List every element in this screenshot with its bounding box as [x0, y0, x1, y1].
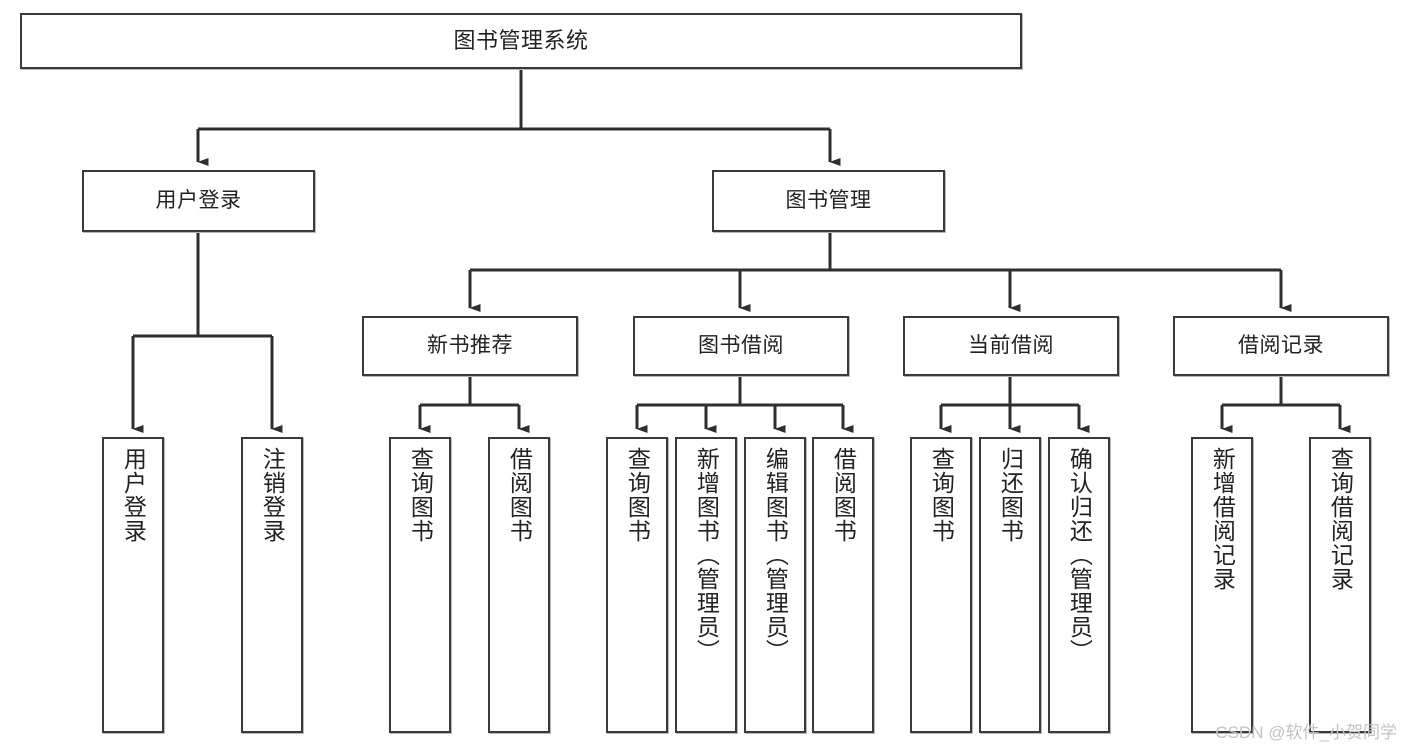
leaf-borrow-book-1-label: 借阅图书: [506, 447, 533, 543]
leaf-borrow-book-1[interactable]: 借阅图书: [488, 437, 550, 733]
leaf-borrow-book-2-label: 借阅图书: [830, 447, 857, 543]
leaf-add-book[interactable]: 新增图书（管理员）: [675, 437, 737, 733]
node-user-login[interactable]: 用户登录: [82, 170, 315, 232]
leaf-add-record[interactable]: 新增借阅记录: [1191, 437, 1253, 733]
node-new-book-recommend[interactable]: 新书推荐: [362, 316, 578, 376]
node-borrow-record-label: 借阅记录: [1238, 334, 1324, 358]
node-book-management-label: 图书管理: [785, 189, 872, 213]
node-new-book-recommend-label: 新书推荐: [427, 334, 513, 358]
leaf-query-book-3[interactable]: 查询图书: [910, 437, 972, 733]
leaf-query-book-2[interactable]: 查询图书: [606, 437, 668, 733]
watermark: CSDN @软件_小贺同学: [1215, 723, 1397, 742]
leaf-query-record-label: 查询借阅记录: [1327, 447, 1354, 591]
leaf-add-record-label: 新增借阅记录: [1209, 447, 1236, 591]
leaf-query-record[interactable]: 查询借阅记录: [1309, 437, 1371, 733]
leaf-confirm-return[interactable]: 确认归还（管理员）: [1048, 437, 1110, 733]
leaf-query-book-3-label: 查询图书: [928, 447, 955, 543]
leaf-borrow-book-2[interactable]: 借阅图书: [812, 437, 874, 733]
leaf-edit-book[interactable]: 编辑图书（管理员）: [744, 437, 806, 733]
leaf-user-login-label: 用户登录: [120, 447, 147, 543]
leaf-user-logout-label: 注销登录: [259, 447, 286, 543]
node-current-borrow-label: 当前借阅: [968, 334, 1054, 358]
node-root[interactable]: 图书管理系统: [20, 13, 1022, 69]
leaf-query-book-1-label: 查询图书: [407, 447, 434, 543]
leaf-edit-book-label: 编辑图书（管理员）: [762, 447, 789, 663]
leaf-user-login[interactable]: 用户登录: [102, 437, 164, 733]
node-borrow-record[interactable]: 借阅记录: [1173, 316, 1389, 376]
leaf-query-book-1[interactable]: 查询图书: [389, 437, 451, 733]
node-book-borrow-label: 图书借阅: [698, 334, 784, 358]
leaf-user-logout[interactable]: 注销登录: [241, 437, 303, 733]
leaf-query-book-2-label: 查询图书: [624, 447, 651, 543]
leaf-confirm-return-label: 确认归还（管理员）: [1066, 447, 1093, 663]
node-user-login-label: 用户登录: [155, 189, 242, 213]
node-root-label: 图书管理系统: [453, 27, 589, 53]
node-book-borrow[interactable]: 图书借阅: [633, 316, 849, 376]
leaf-return-book-label: 归还图书: [997, 447, 1024, 543]
node-current-borrow[interactable]: 当前借阅: [903, 316, 1119, 376]
leaf-add-book-label: 新增图书（管理员）: [693, 447, 720, 663]
node-book-management[interactable]: 图书管理: [712, 170, 945, 232]
leaf-return-book[interactable]: 归还图书: [979, 437, 1041, 733]
